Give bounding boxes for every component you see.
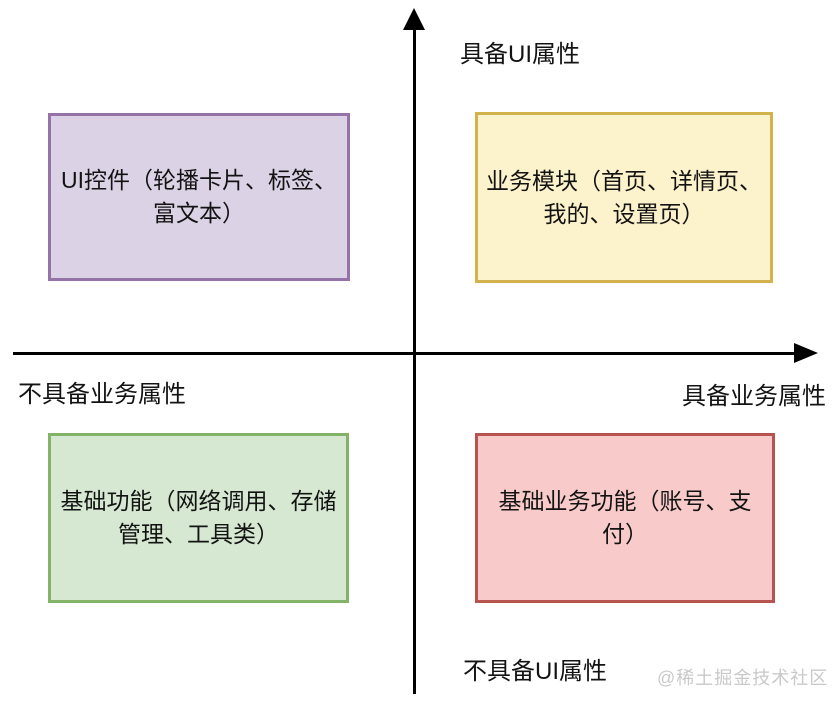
y-axis-negative-label: 不具备UI属性 bbox=[463, 658, 607, 685]
quadrant-box-base-functions: 基础功能（网络调用、存储 管理、工具类） bbox=[48, 433, 349, 603]
x-axis-line bbox=[13, 352, 796, 355]
quadrant-box-business-modules: 业务模块（首页、详情页、 我的、设置页） bbox=[475, 112, 773, 283]
quadrant-box-ui-controls-label: UI控件（轮播卡片、标签、 富文本） bbox=[61, 167, 337, 226]
quadrant-box-business-modules-label: 业务模块（首页、详情页、 我的、设置页） bbox=[486, 167, 762, 227]
y-axis-arrow-up-icon bbox=[403, 8, 425, 30]
x-axis-arrow-right-icon bbox=[794, 343, 818, 363]
x-axis-positive-label: 具备业务属性 bbox=[682, 383, 826, 410]
quadrant-box-base-business-functions: 基础业务功能（账号、支 付） bbox=[475, 433, 775, 603]
quadrant-box-base-functions-label: 基础功能（网络调用、存储 管理、工具类） bbox=[60, 488, 337, 547]
quadrant-box-base-business-functions-label: 基础业务功能（账号、支 付） bbox=[498, 488, 752, 547]
y-axis-positive-label: 具备UI属性 bbox=[460, 41, 580, 68]
watermark: @稀土掘金技术社区 bbox=[657, 668, 829, 688]
quadrant-box-ui-controls: UI控件（轮播卡片、标签、 富文本） bbox=[48, 113, 350, 281]
y-axis-line bbox=[413, 26, 416, 694]
x-axis-negative-label: 不具备业务属性 bbox=[18, 381, 186, 408]
